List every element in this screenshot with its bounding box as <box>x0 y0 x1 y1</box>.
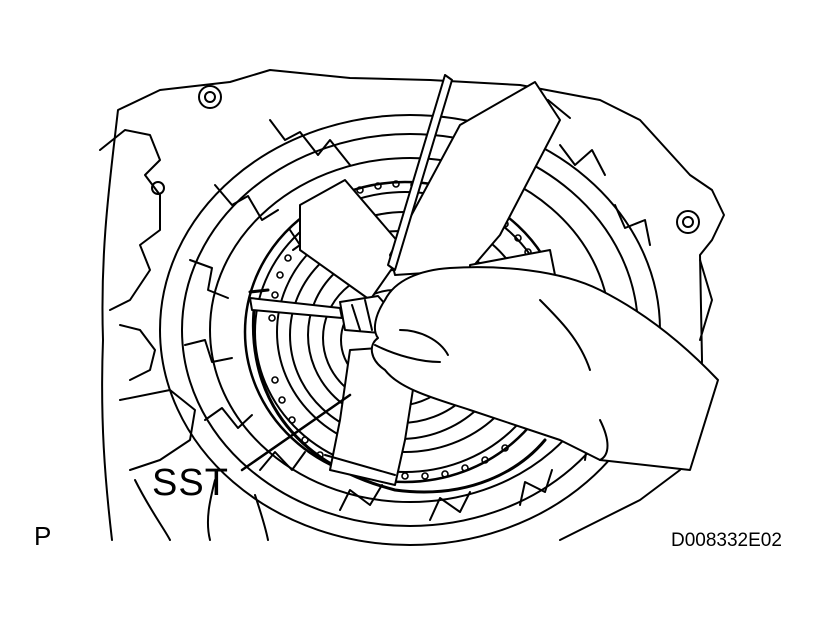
hand-illustration <box>370 266 719 471</box>
view-label: P <box>34 521 52 551</box>
figure-id-label: D008332E02 <box>671 530 782 551</box>
sst-callout-label: SST <box>152 462 229 504</box>
sst-leader-line <box>240 393 352 472</box>
transmission-housing <box>99 69 725 541</box>
long-bar-tool <box>387 74 453 271</box>
snap-ring <box>248 288 547 494</box>
